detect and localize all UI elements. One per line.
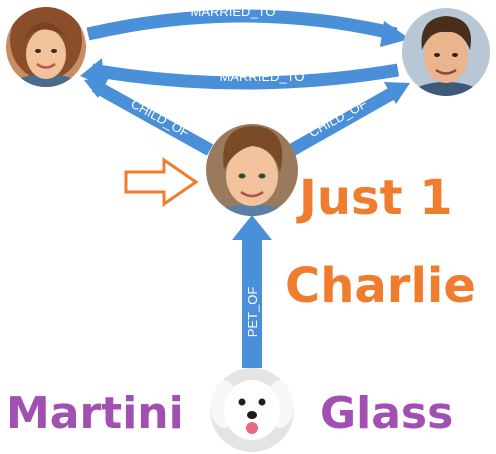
edge-label-married-to-bottom: MARRIED_TO [220,69,305,84]
pointer-arrow [124,157,199,207]
node-pet[interactable] [210,368,294,452]
node-mother[interactable] [6,0,86,110]
caption-child-line1: Just 1 [296,170,453,226]
white-dog-portrait-icon [210,368,294,452]
edge-married-to-bottom[interactable]: MARRIED_TO [80,58,400,90]
edge-child-of-father[interactable]: CHILD_OF [288,82,410,156]
man-portrait-icon [402,8,490,96]
edge-married-to-top[interactable]: MARRIED_TO [86,4,410,47]
arrow-right-outline-icon [124,157,199,207]
edge-label-child-of-mother: CHILD_OF [128,96,192,140]
edge-label-pet-of: PET_OF [245,287,260,338]
caption-pet-right: Glass [320,388,453,439]
woman-portrait-icon [6,7,86,87]
node-father[interactable] [402,8,490,126]
caption-child-line2: Charlie [285,258,476,314]
caption-pet-left: Martini [6,388,184,439]
edge-pet-of[interactable]: PET_OF [232,215,272,368]
edge-label-married-to-top: MARRIED_TO [191,4,276,19]
